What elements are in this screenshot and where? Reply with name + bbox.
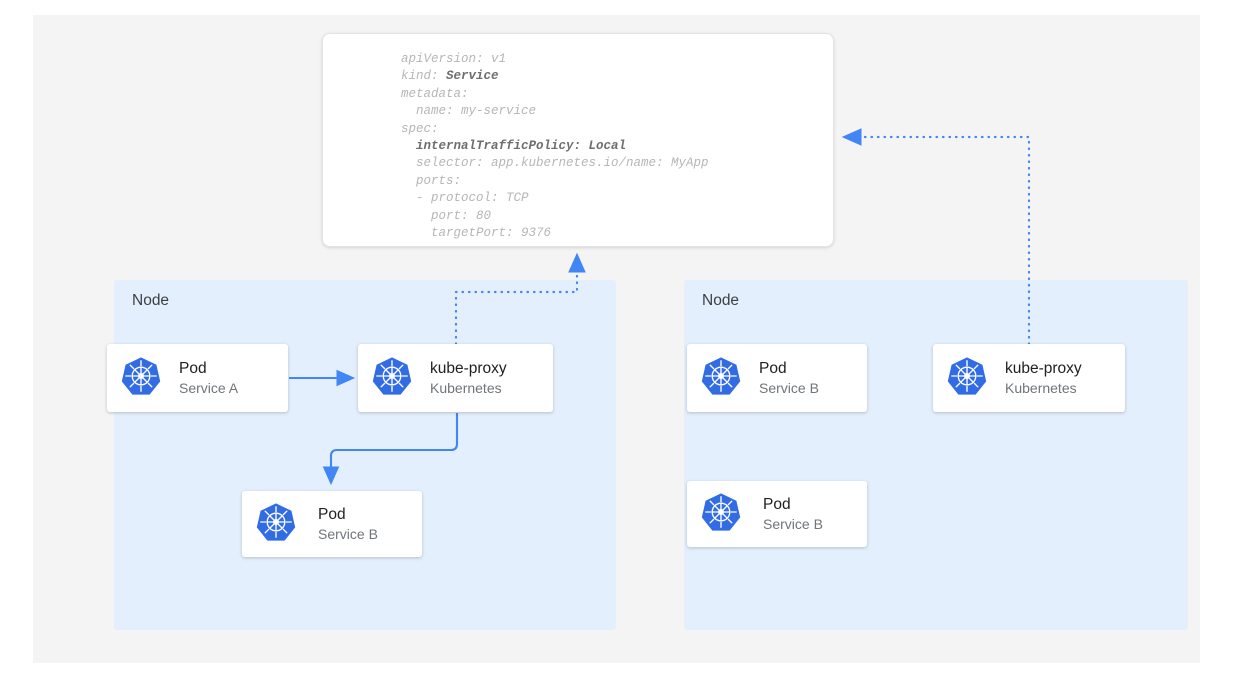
card-subtitle: Service A	[179, 379, 239, 396]
yaml-line-apiversion: apiVersion: v1	[401, 52, 507, 66]
card-pod-service-b-right-bottom[interactable]: Pod Service B	[687, 481, 867, 547]
yaml-line-kind-value: Service	[446, 69, 499, 84]
card-pod-service-a[interactable]: Pod Service A	[107, 344, 288, 412]
yaml-line-protocol: - protocol: TCP	[401, 191, 529, 206]
kubernetes-icon	[372, 356, 412, 401]
card-kube-proxy-left[interactable]: kube-proxy Kubernetes	[358, 344, 553, 412]
yaml-line-internal-traffic-policy: internalTrafficPolicy: Local	[401, 139, 627, 154]
yaml-line-port: port: 80	[401, 208, 492, 223]
yaml-line-selector: selector: app.kubernetes.io/name: MyApp	[401, 156, 709, 171]
service-manifest-code: apiVersion: v1 kind: Service metadata: n…	[401, 51, 709, 242]
yaml-line-metadata: metadata:	[401, 86, 469, 101]
service-manifest-card: apiVersion: v1 kind: Service metadata: n…	[322, 33, 834, 247]
card-kube-proxy-right[interactable]: kube-proxy Kubernetes	[933, 344, 1125, 412]
card-title: Pod	[179, 359, 207, 377]
card-title: kube-proxy	[430, 359, 507, 377]
card-title: Pod	[759, 359, 787, 377]
card-subtitle: Service B	[759, 379, 819, 396]
card-subtitle: Service B	[763, 515, 823, 532]
node-label-right: Node	[702, 292, 740, 309]
card-subtitle: Service B	[318, 525, 378, 542]
card-subtitle: Kubernetes	[1005, 379, 1077, 396]
yaml-line-ports: ports:	[401, 173, 462, 188]
card-pod-service-b-right-top[interactable]: Pod Service B	[687, 344, 867, 412]
kubernetes-icon	[701, 356, 741, 401]
card-title: kube-proxy	[1005, 359, 1082, 377]
card-pod-service-b-left[interactable]: Pod Service B	[242, 491, 422, 557]
kubernetes-icon	[701, 492, 741, 537]
card-title: Pod	[318, 505, 346, 523]
card-title: Pod	[763, 495, 791, 513]
node-label-left: Node	[132, 292, 170, 309]
yaml-line-target-port: targetPort: 9376	[401, 226, 552, 241]
yaml-line-kind-prefix: kind:	[401, 69, 447, 84]
kubernetes-icon	[256, 502, 296, 547]
node-box-left: Node	[114, 280, 616, 630]
yaml-line-spec: spec:	[401, 121, 439, 136]
kubernetes-icon	[121, 356, 161, 401]
card-subtitle: Kubernetes	[430, 379, 502, 396]
node-box-right: Node	[684, 280, 1188, 630]
kubernetes-icon	[947, 356, 987, 401]
yaml-line-name: name: my-service	[401, 104, 537, 119]
